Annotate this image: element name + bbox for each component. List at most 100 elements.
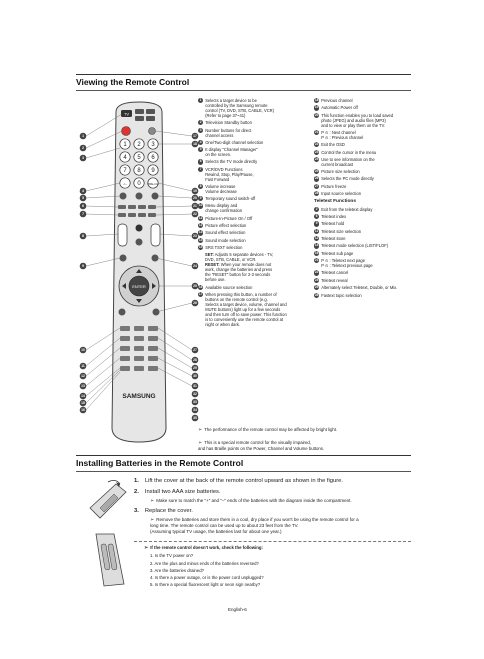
- samsung-logo: SAMSUNG: [122, 393, 155, 400]
- enter-button-label: ENTER: [132, 284, 146, 289]
- battery-step-2-note: ➢Make sure to match the "+" and "–" ends…: [150, 498, 352, 504]
- callout-number-badge: 25: [314, 285, 320, 291]
- keypad-key-5[interactable]: 5: [137, 155, 141, 161]
- callout-number: 30: [193, 374, 197, 378]
- callout-number-badge: 27: [314, 183, 320, 189]
- function-description: Television Standby button: [205, 120, 252, 126]
- callout-number-badge: 26: [314, 176, 320, 182]
- callout-badge-7: [79, 210, 87, 218]
- function-description: Teletext sub page: [321, 250, 354, 256]
- callout-badge-6: [79, 202, 87, 210]
- volume-rocker[interactable]: [117, 223, 128, 247]
- function-description: Fastext topic selection: [321, 292, 362, 298]
- keypad-key-3[interactable]: 3: [151, 142, 155, 148]
- function-description: Selects a target device to be controlled…: [205, 98, 274, 118]
- callout-number-badge: 24: [314, 277, 320, 283]
- callout-number: 11: [81, 364, 85, 368]
- callout-badge-8: [79, 232, 87, 240]
- function-description: Volume increase Volume decrease: [205, 183, 237, 194]
- callout-badge-12: [79, 372, 87, 380]
- callout-number-badge: 11: [198, 215, 204, 221]
- callout-number: 15: [81, 401, 85, 405]
- battery-insert-illustration: [95, 533, 125, 587]
- keypad-key-4[interactable]: 4: [123, 155, 127, 161]
- callout-number-badge: 7: [198, 166, 204, 172]
- callout-badge-33: [191, 398, 199, 406]
- callout-number-badge: 28: [314, 191, 320, 197]
- callout-number-badge: 14: [314, 243, 320, 249]
- callout-badge-24: [191, 262, 199, 270]
- callout-badge-1: [79, 132, 87, 140]
- callout-number: 3: [82, 156, 84, 160]
- enter-button[interactable]: [128, 275, 150, 297]
- keypad-key-9[interactable]: 9: [151, 168, 155, 174]
- keypad-key-6[interactable]: 6: [151, 155, 155, 161]
- channel-rocker[interactable]: [150, 223, 161, 247]
- source-button[interactable]: [148, 127, 156, 135]
- teletext-heading: Teletext Functions: [314, 198, 357, 204]
- note-arrow-icon: ➢: [198, 427, 203, 433]
- device-button-dvd[interactable]: [135, 109, 144, 114]
- keypad-key-0[interactable]: 0: [137, 181, 141, 187]
- callout-number: 6: [82, 204, 84, 208]
- callout-number-badge: 20: [314, 112, 320, 118]
- callout-number-badge: 22: [314, 142, 320, 148]
- power-button[interactable]: [121, 126, 131, 136]
- battery-step-1: 1.Lift the cover at the back of the remo…: [134, 478, 344, 484]
- function-description: Picture effect selection: [205, 223, 247, 228]
- device-button-vcr[interactable]: [146, 116, 155, 121]
- function-description: SRS TSXT selection: [205, 245, 243, 251]
- callout-badge-3: [79, 154, 87, 162]
- mute-button[interactable]: [135, 224, 143, 232]
- callout-number: 16: [81, 408, 85, 412]
- callout-number: 2: [82, 146, 84, 150]
- callout-badge-22: [191, 210, 199, 218]
- set-reset-note: SET: Adjusts 5 separate devices - TV, DV…: [205, 252, 305, 282]
- section-rule-top: [76, 74, 411, 75]
- callout-number-badge: 5: [198, 147, 204, 153]
- set-label: SET:: [205, 251, 214, 257]
- device-button-cable[interactable]: [135, 116, 144, 121]
- function-description: Menu display and change confirmation: [205, 203, 243, 214]
- function-description: It display "Channel Manager" on the scre…: [205, 147, 258, 158]
- callout-badge-21: [191, 202, 199, 210]
- keypad-key-7[interactable]: 7: [123, 168, 127, 174]
- keypad-key-PRE-CH[interactable]: PRE-CH: [147, 182, 159, 186]
- callout-number: 8: [82, 234, 84, 238]
- callout-badge-35: [191, 414, 199, 422]
- device-button-tv[interactable]: [121, 110, 132, 117]
- keypad-key-1[interactable]: 1: [123, 142, 127, 148]
- function-description: P ⊙ : Teletext next page P ⊙ : Teletext …: [321, 258, 373, 269]
- keypad-key-8[interactable]: 8: [137, 168, 141, 174]
- note-arrow-icon: ➢: [198, 439, 203, 446]
- function-description: Alternately select Teletext, Double, or …: [321, 285, 398, 291]
- callout-number-badge: 10: [198, 203, 204, 209]
- function-description: Sound mode selection: [205, 237, 246, 243]
- callout-number: 21: [193, 204, 197, 208]
- callout-badge-14: [79, 392, 87, 400]
- keypad-key-2[interactable]: 2: [137, 142, 141, 148]
- callout-number-badge: 9: [314, 221, 320, 227]
- device-button-stb[interactable]: [146, 109, 155, 114]
- callout-number-badge: 28: [314, 292, 320, 298]
- function-description: Use to see information on the current br…: [321, 156, 375, 167]
- keypad-key--/--[interactable]: -/--: [123, 182, 127, 186]
- callout-number: 34: [193, 408, 197, 412]
- callout-number: 9: [82, 264, 84, 268]
- callout-number-badge: 6: [198, 159, 204, 165]
- page-number: English-6: [228, 607, 247, 612]
